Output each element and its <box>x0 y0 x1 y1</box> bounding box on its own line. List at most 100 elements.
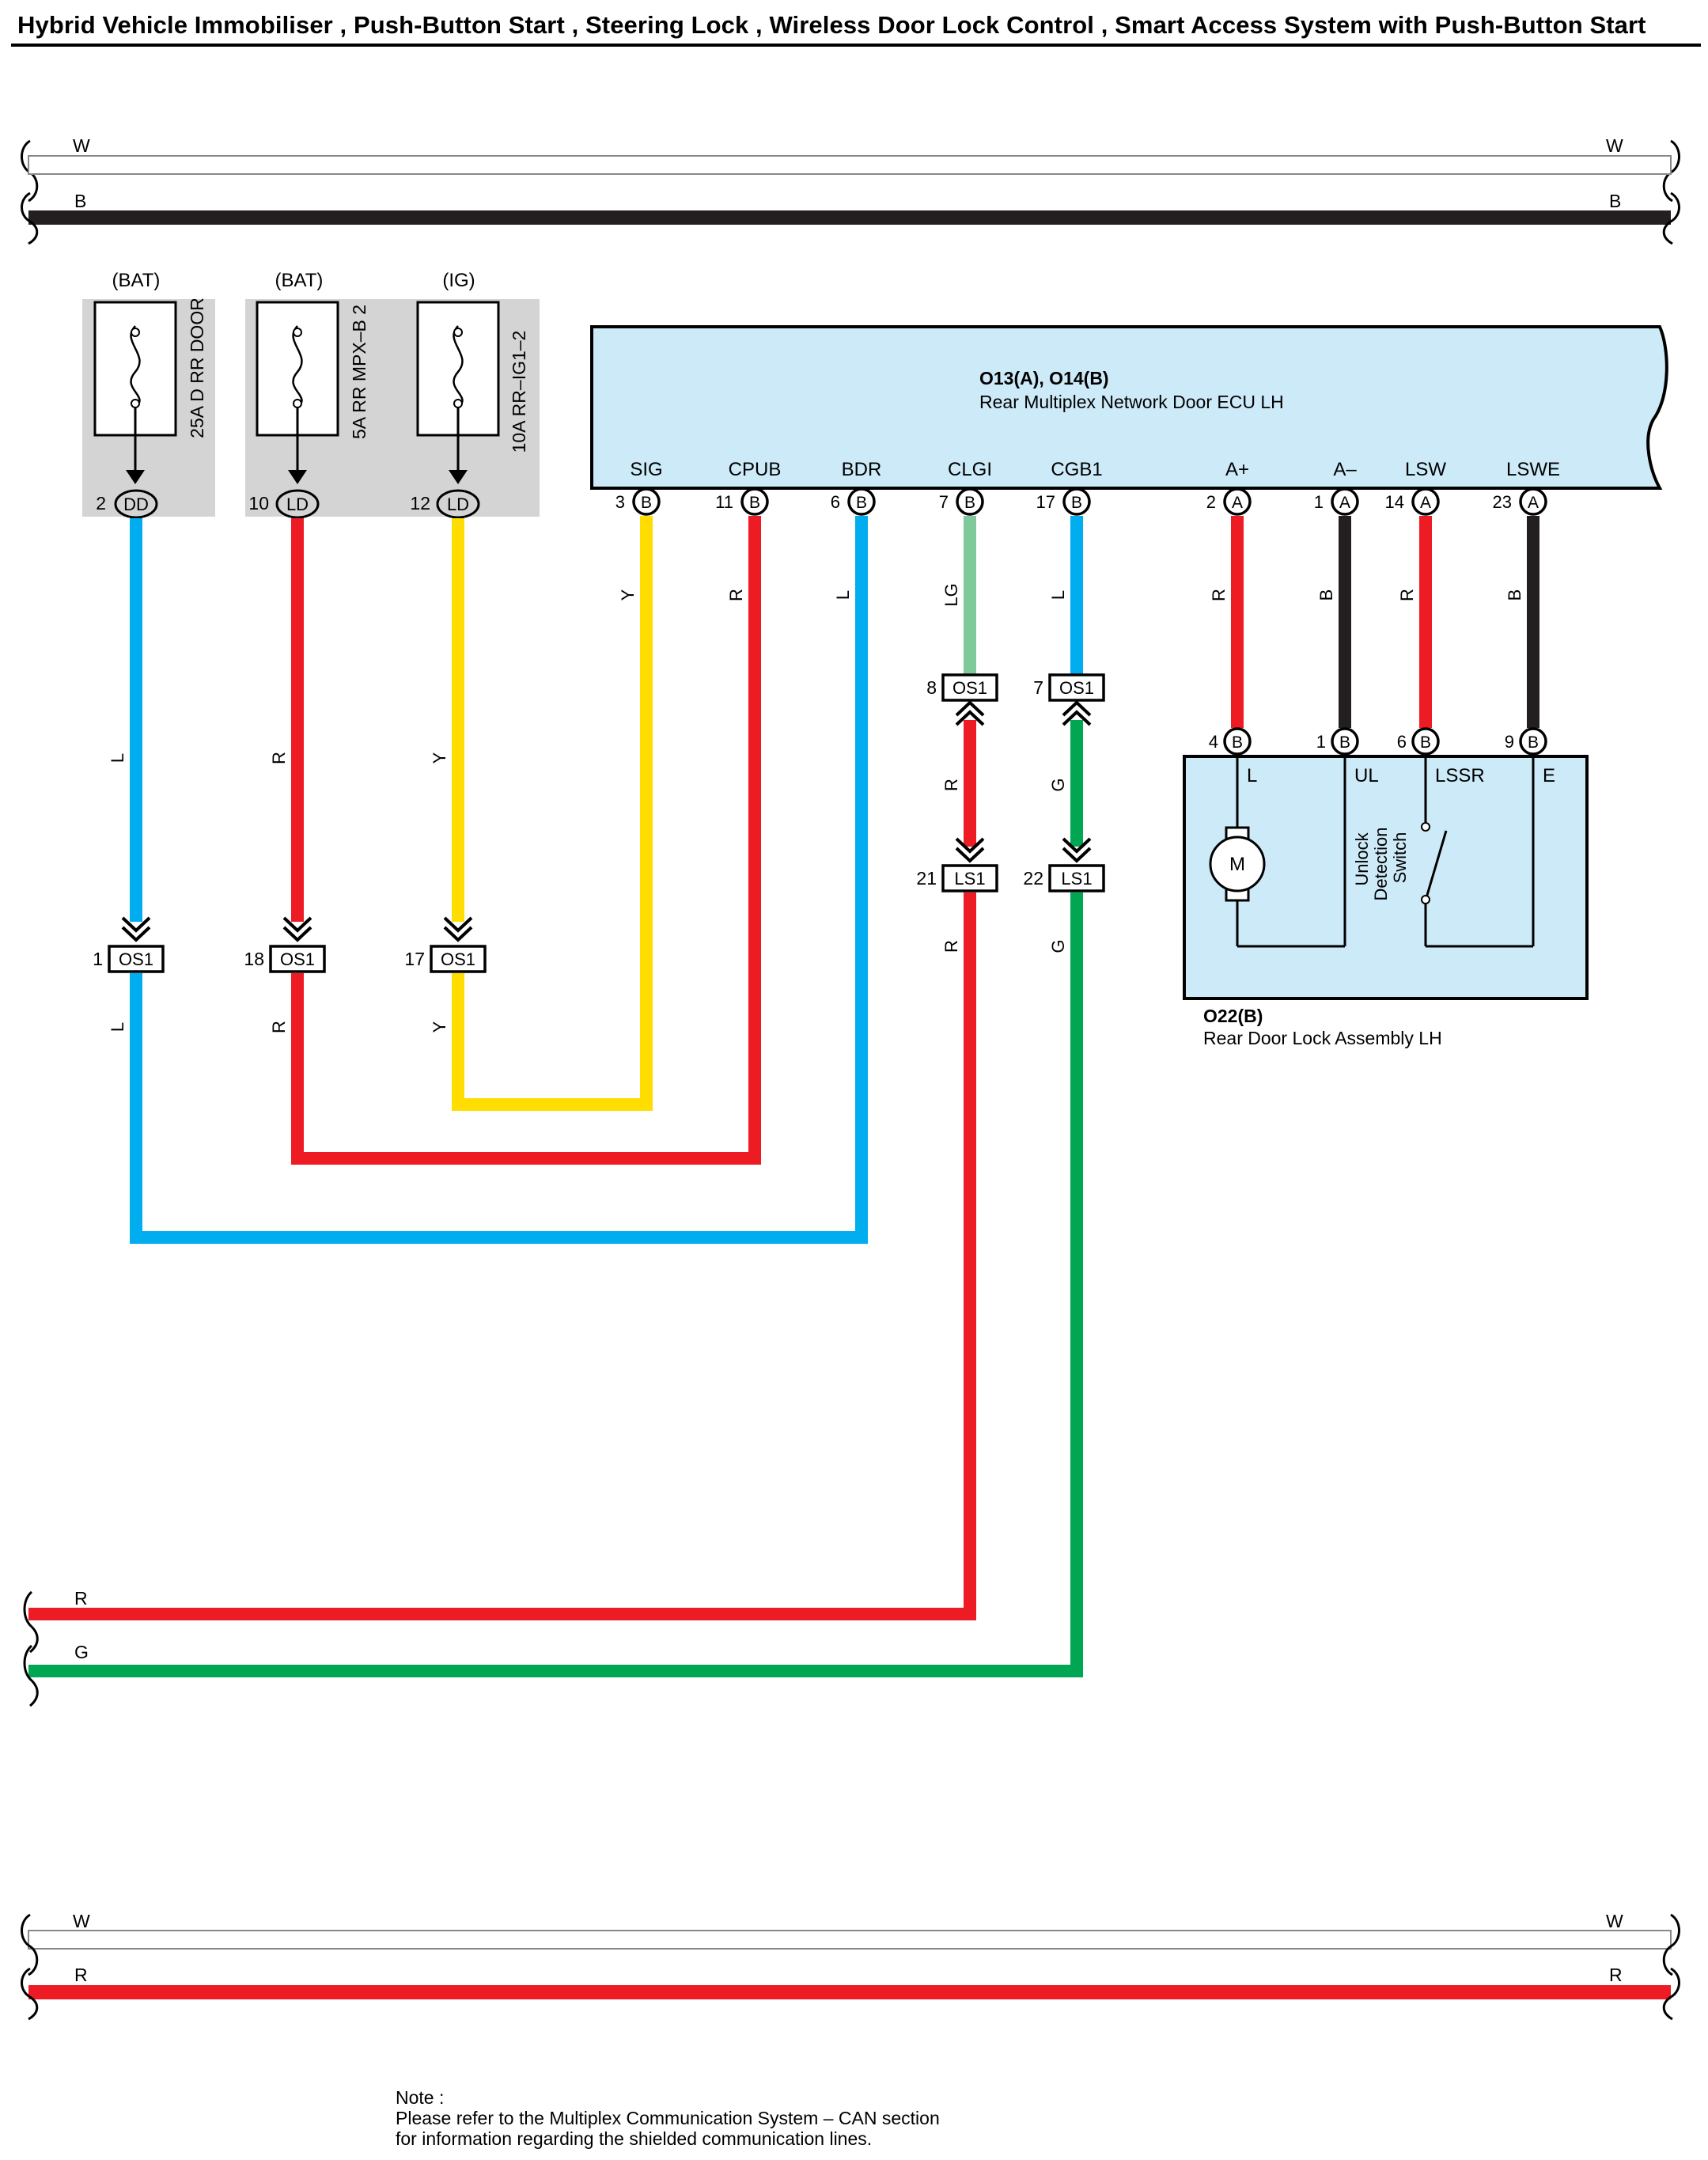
terminal-label: A– <box>1333 459 1357 480</box>
wire-y-fuse-lower <box>452 973 464 1111</box>
wire-r-fuse <box>291 518 304 922</box>
terminal-connector: B <box>1071 494 1082 512</box>
motor-label: M <box>1229 854 1245 875</box>
comm-wires <box>28 516 1083 1677</box>
middle-bus: R G <box>23 1588 89 1707</box>
lock-terminal-label: L <box>1247 765 1257 786</box>
wire-l-fuse <box>130 518 142 922</box>
ecu-id: O13(A), O14(B) <box>979 368 1109 388</box>
bus-label-w-right: W <box>1606 1911 1623 1931</box>
terminal-pin: 1 <box>1314 492 1324 512</box>
wire-labels: L R Y L R Y Y R L LG L R B R B R G R G <box>108 583 1524 1033</box>
lock-pin-connector: B <box>1232 733 1243 752</box>
wire-r-ls1-down <box>964 892 976 1620</box>
lock-wires <box>1231 516 1539 728</box>
wire-y-fuse <box>452 518 464 922</box>
lock-pin-connector: B <box>1528 733 1539 752</box>
os1-fuse-splices: OS1 OS1 OS1 1 18 17 <box>93 916 487 973</box>
terminal-pin: 3 <box>615 492 625 512</box>
lock-terminal-label: E <box>1543 765 1555 786</box>
wire-r-mid-bus <box>28 1608 976 1620</box>
wire-g-mid-bus <box>28 1665 1083 1677</box>
terminal-connector: B <box>964 494 975 512</box>
fuse-name: 5A RR MPX–B 2 <box>349 305 369 439</box>
lock-name: Rear Door Lock Assembly LH <box>1203 1028 1442 1048</box>
terminal-connector: B <box>749 494 760 512</box>
terminal-label: SIG <box>630 459 662 480</box>
terminal-pin: 17 <box>1036 492 1055 512</box>
lock-pin: 4 <box>1209 732 1218 752</box>
wire-label: R <box>941 940 961 953</box>
fuse-connector: LD <box>447 495 469 514</box>
wire-l-loop-bottom <box>130 1231 868 1244</box>
bus-wire-w <box>28 1930 1672 1950</box>
wire-r-os1-ls1 <box>964 720 976 847</box>
terminal-connector: A <box>1339 494 1350 512</box>
splice-name: LS1 <box>954 869 985 889</box>
wire-label: R <box>941 779 961 791</box>
wire-r-lsw <box>1419 516 1432 728</box>
wire-label: Y <box>618 589 638 601</box>
wire-g-ls1-down <box>1070 892 1083 1677</box>
bus-label-w-right: W <box>1606 135 1623 156</box>
fuse-supply-label: (BAT) <box>275 270 324 291</box>
wire-label: Y <box>430 1021 449 1033</box>
fuse-10a: (IG) 10A RR–IG1–2 12 LD <box>410 270 529 519</box>
terminal-pin: 11 <box>715 492 733 512</box>
terminal-connector: B <box>856 494 867 512</box>
wire-label: R <box>269 1021 289 1033</box>
switch-blade <box>1424 830 1448 901</box>
wire-r-cpub <box>748 516 761 1165</box>
ecu-name: Rear Multiplex Network Door ECU LH <box>979 392 1284 412</box>
wire-r-a-plus <box>1231 516 1244 728</box>
fuse-connector: DD <box>123 495 149 514</box>
terminal-pin: 6 <box>831 492 840 512</box>
bus-wire-b <box>28 210 1671 225</box>
page-title: Hybrid Vehicle Immobiliser , Push-Button… <box>17 11 1646 39</box>
fuse-pin: 12 <box>410 493 430 513</box>
splice-name: OS1 <box>952 678 987 698</box>
switch-text-line: Switch <box>1390 832 1410 884</box>
ls1-splices: LS1 LS1 21 22 <box>916 837 1105 892</box>
fuse-name: 25A D RR DOOR <box>187 297 207 438</box>
fuse-supply-label: (IG) <box>442 270 475 291</box>
note-line: for information regarding the shielded c… <box>396 2128 873 2149</box>
wire-label: L <box>108 753 127 763</box>
wire-l-fuse-lower <box>130 973 142 1244</box>
terminal-label: LSW <box>1405 459 1446 480</box>
fuse-pin: 10 <box>248 493 269 513</box>
terminal-pin: 2 <box>1206 492 1216 512</box>
wire-l-bdr <box>855 516 868 1244</box>
bus-label-r: R <box>74 1588 88 1609</box>
motor-icon: M <box>1209 826 1266 902</box>
splice-name: LS1 <box>1061 869 1092 889</box>
wire-label: L <box>1048 590 1068 600</box>
bus-label-b-right: B <box>1609 191 1621 211</box>
wire-l-cgb1 <box>1070 516 1083 674</box>
wire-b-a-minus <box>1339 516 1351 728</box>
note: Note : Please refer to the Multiplex Com… <box>396 2087 940 2149</box>
wire-label: L <box>833 590 853 600</box>
terminal-label: A+ <box>1225 459 1249 480</box>
terminal-label: BDR <box>842 459 882 480</box>
top-bus: W W B B <box>21 135 1680 245</box>
terminal-connector: A <box>1420 494 1431 512</box>
note-heading: Note : <box>396 2087 445 2108</box>
splice-pin: 22 <box>1023 868 1043 889</box>
wire-label: R <box>1397 589 1417 601</box>
lock-pin-connector: B <box>1420 733 1431 752</box>
splice-pin: 1 <box>93 949 103 969</box>
switch-text-line: Detection <box>1371 828 1391 901</box>
wire-label: G <box>1048 939 1068 953</box>
splice-name: OS1 <box>1059 678 1094 698</box>
wire-label: L <box>108 1022 127 1032</box>
wire-label: R <box>726 589 746 601</box>
wire-lg-clgi <box>964 516 976 674</box>
splice-pin: 7 <box>1033 677 1043 698</box>
terminal-pin: 14 <box>1385 492 1404 512</box>
lock-id: O22(B) <box>1203 1006 1263 1026</box>
splice-name: OS1 <box>441 949 475 969</box>
ecu-terminals: SIG CPUB BDR CLGI CGB1 A+ A– LSW LSWE 3 … <box>615 459 1560 516</box>
ecu-box: O13(A), O14(B) Rear Multiplex Network Do… <box>590 325 1668 490</box>
